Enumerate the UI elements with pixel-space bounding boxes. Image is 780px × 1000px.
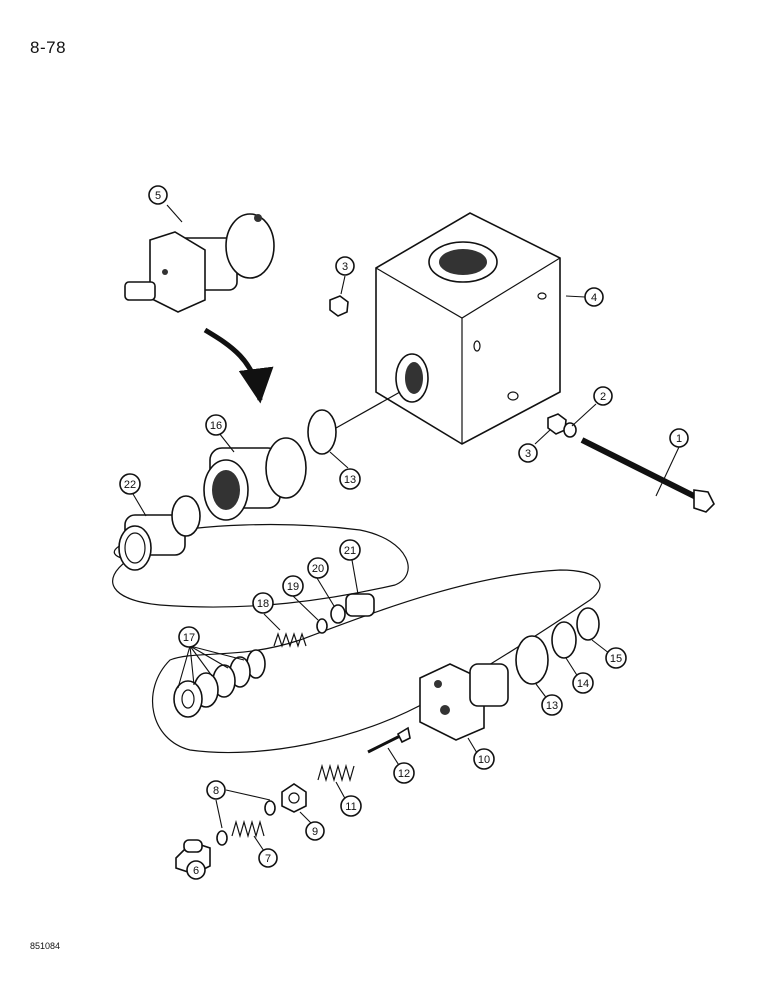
callout-5: 5 <box>148 185 168 205</box>
adjusting-screw-part-7 <box>231 819 265 839</box>
callout-20: 20 <box>307 557 329 579</box>
svg-text:5: 5 <box>155 190 161 202</box>
seal-part-8-upper <box>264 800 276 816</box>
svg-text:3: 3 <box>525 448 531 460</box>
callout-11: 11 <box>340 795 362 817</box>
poppet-part-21 <box>345 593 375 617</box>
callout-18: 18 <box>252 592 274 614</box>
callout-3-lower: 3 <box>518 443 538 463</box>
nut-part-9 <box>281 783 307 813</box>
callout-14: 14 <box>572 672 594 694</box>
callout-22: 22 <box>119 473 141 495</box>
washer-part-14 <box>551 621 577 659</box>
svg-text:21: 21 <box>344 545 356 557</box>
svg-text:1: 1 <box>676 433 682 445</box>
figure-code: 851084 <box>30 941 61 951</box>
page-number: 8-78 <box>30 38 67 57</box>
washer-part-2 <box>563 422 577 438</box>
housing-part-16 <box>203 437 307 521</box>
svg-text:16: 16 <box>210 420 222 432</box>
callout-21: 21 <box>339 539 361 561</box>
ring-part-20 <box>330 604 346 624</box>
callout-17: 17 <box>178 626 200 648</box>
svg-text:13: 13 <box>546 700 558 712</box>
o-ring-part-13-upper <box>307 409 337 455</box>
svg-text:22: 22 <box>124 479 136 491</box>
callout-16: 16 <box>205 414 227 436</box>
sleeve-part-22 <box>118 495 201 571</box>
callout-9: 9 <box>305 821 325 841</box>
svg-text:12: 12 <box>398 768 410 780</box>
callout-7: 7 <box>258 848 278 868</box>
callout-13-lower: 13 <box>541 694 563 716</box>
svg-text:8: 8 <box>213 785 219 797</box>
svg-text:9: 9 <box>312 826 318 838</box>
callout-10: 10 <box>473 748 495 770</box>
svg-text:19: 19 <box>287 581 299 593</box>
callout-3-upper: 3 <box>335 256 355 276</box>
callout-12: 12 <box>393 762 415 784</box>
svg-text:3: 3 <box>342 261 348 273</box>
callout-4: 4 <box>584 287 604 307</box>
o-ring-part-13-lower <box>515 635 549 685</box>
ring-part-15 <box>576 607 600 641</box>
assembly-arrow <box>203 327 274 404</box>
spring-part-18 <box>273 632 307 648</box>
svg-text:13: 13 <box>344 474 356 486</box>
shim-stack-part-17 <box>173 649 266 718</box>
seal-part-8-lower <box>216 830 228 846</box>
svg-text:15: 15 <box>610 653 622 665</box>
svg-text:2: 2 <box>600 391 606 403</box>
bolt-part-1 <box>580 437 715 513</box>
svg-text:17: 17 <box>183 632 195 644</box>
valve-block-part-4 <box>375 212 561 445</box>
svg-text:18: 18 <box>257 598 269 610</box>
callout-2: 2 <box>593 386 613 406</box>
callout-13-upper: 13 <box>339 468 361 490</box>
plug-part-10 <box>419 663 509 741</box>
pin-part-12 <box>367 726 411 754</box>
nut-part-3-upper <box>329 295 349 317</box>
assembly-line <box>335 391 401 429</box>
callout-15: 15 <box>605 647 627 669</box>
callout-8: 8 <box>206 780 226 800</box>
group-loop-lower <box>152 569 601 754</box>
spring-part-11 <box>317 763 355 783</box>
callout-6: 6 <box>186 860 206 880</box>
svg-text:14: 14 <box>577 678 589 690</box>
svg-text:11: 11 <box>345 801 356 813</box>
callout-19: 19 <box>282 575 304 597</box>
svg-text:10: 10 <box>478 754 490 766</box>
callout-1: 1 <box>669 428 689 448</box>
svg-text:6: 6 <box>193 865 199 877</box>
svg-text:7: 7 <box>265 853 271 865</box>
svg-text:4: 4 <box>591 292 597 304</box>
relief-valve-part-5 <box>124 213 275 313</box>
ring-part-19 <box>316 618 328 634</box>
svg-text:20: 20 <box>312 563 324 575</box>
